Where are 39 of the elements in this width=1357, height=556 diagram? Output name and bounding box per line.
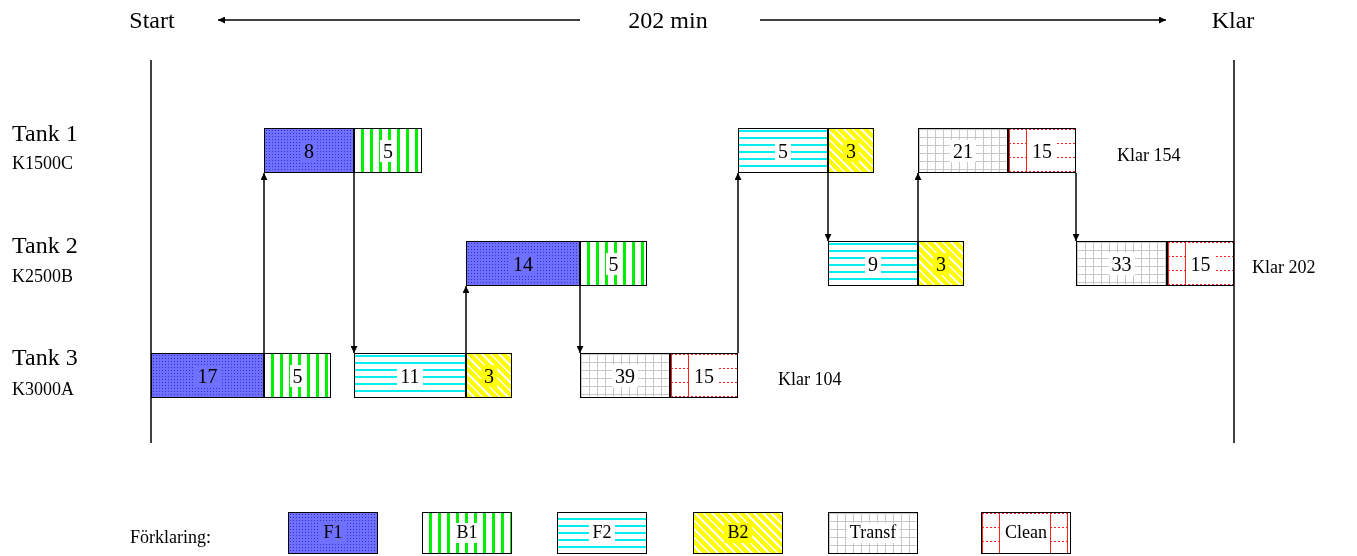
arrow (350, 172, 358, 354)
task-segment: 15 (670, 353, 738, 398)
arrow (576, 285, 584, 354)
task-segment: 17 (151, 353, 264, 398)
finish-time: Klar 154 (1117, 146, 1181, 164)
task-segment: 3 (918, 241, 964, 286)
legend-swatch: Transf (828, 512, 918, 554)
legend-swatch: F2 (557, 512, 647, 554)
legend-swatch: B2 (693, 512, 783, 554)
tank-model: K3000A (12, 380, 74, 398)
task-segment: 11 (354, 353, 466, 398)
task-segment: 5 (354, 128, 422, 173)
finish-time: Klar 202 (1252, 258, 1316, 276)
legend-title: Förklaring: (130, 528, 211, 546)
tank-model: K1500C (12, 154, 73, 172)
task-segment: 9 (828, 241, 918, 286)
task-segment: 5 (264, 353, 331, 398)
arrow (914, 172, 922, 242)
tank-model: K2500B (12, 267, 73, 285)
task-segment: 39 (580, 353, 670, 398)
task-segment: 21 (918, 128, 1008, 173)
arrow (1072, 172, 1080, 242)
task-segment: 3 (466, 353, 512, 398)
task-segment: 15 (1167, 241, 1234, 286)
task-segment: 5 (738, 128, 828, 173)
task-segment: 33 (1076, 241, 1167, 286)
legend-swatch: Clean (981, 512, 1071, 554)
task-segment: 3 (828, 128, 874, 173)
arrow (824, 172, 832, 242)
arrow (462, 285, 470, 354)
legend-swatch: F1 (288, 512, 378, 554)
finish-time: Klar 104 (778, 370, 842, 388)
legend-swatch: B1 (422, 512, 512, 554)
task-segment: 8 (264, 128, 354, 173)
task-segment: 5 (580, 241, 647, 286)
task-segment: 15 (1008, 128, 1076, 173)
arrow (260, 172, 268, 354)
arrow (734, 172, 742, 354)
task-segment: 14 (466, 241, 580, 286)
